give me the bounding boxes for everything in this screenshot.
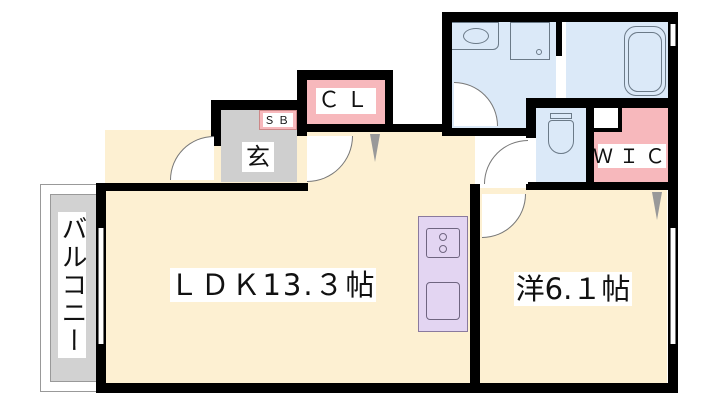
washing-machine-icon — [510, 22, 550, 60]
sink-bowl-icon — [463, 28, 489, 44]
balcony-window[interactable] — [98, 228, 104, 344]
bathtub-icon — [624, 26, 666, 96]
bathtub-inner-icon — [628, 32, 662, 92]
wall — [211, 100, 307, 110]
wall — [211, 100, 221, 146]
wall — [526, 98, 676, 108]
western-room-window[interactable] — [670, 228, 676, 344]
toilet-icon — [548, 120, 574, 154]
stove-icon — [426, 228, 460, 258]
balcony-label: バルコニー — [57, 212, 87, 358]
closet-door-marker — [370, 134, 380, 162]
bathroom-window[interactable] — [670, 24, 676, 46]
wall — [385, 70, 393, 132]
wic-door-marker — [652, 192, 662, 220]
wall — [526, 98, 536, 138]
washing-machine-drain-icon — [536, 49, 542, 55]
toilet-door[interactable] — [484, 140, 528, 184]
wall — [668, 12, 678, 393]
burner-1-icon — [439, 233, 447, 241]
entrance-label: 玄 — [242, 142, 274, 172]
wic-label: ＷＩＣ — [593, 144, 671, 168]
wall — [526, 182, 676, 190]
ldk-label: ＬＤＫ13.３帖 — [169, 267, 377, 302]
wall — [556, 20, 562, 56]
shoe-box-label: ＳＢ — [263, 113, 293, 127]
closet-label: ＣＬ — [316, 88, 376, 114]
burner-2-icon — [439, 245, 447, 253]
toilet-tank-icon — [550, 113, 572, 119]
wall — [297, 70, 393, 80]
wic-notch — [594, 107, 622, 132]
wall — [297, 72, 307, 136]
wall — [297, 124, 452, 132]
wall — [442, 12, 452, 132]
wall — [442, 12, 678, 22]
wall — [470, 184, 480, 389]
wall — [442, 128, 536, 136]
wall — [586, 98, 594, 184]
western-room-label: 洋6.１帖 — [514, 271, 632, 306]
wall — [96, 383, 678, 393]
wall — [96, 183, 308, 191]
kitchen-sink-icon — [426, 282, 460, 320]
